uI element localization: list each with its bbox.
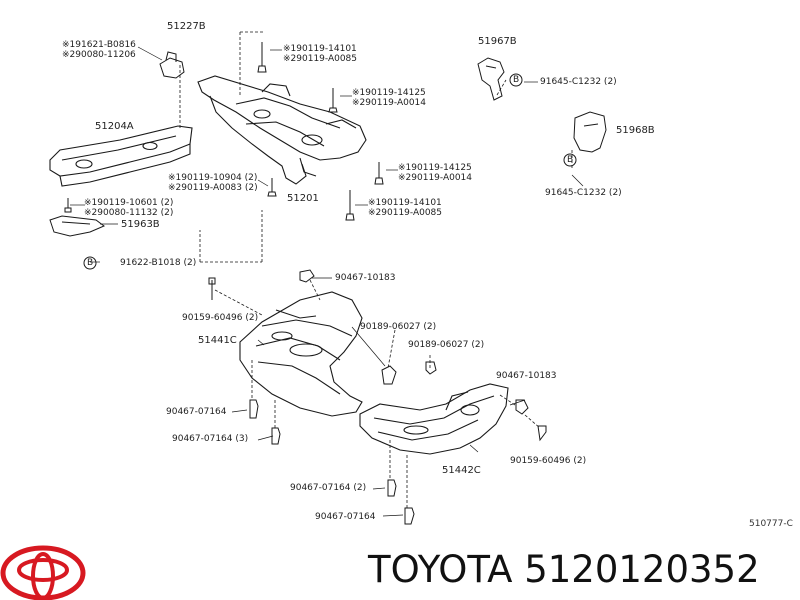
label-190119-14125-b: ※190119-14125 — [398, 163, 472, 173]
label-90189-06027-a: 90189-06027 (2) — [360, 322, 437, 332]
label-51963B: 51963B — [121, 219, 160, 230]
label-51227B: 51227B — [167, 21, 206, 32]
brand-part-number: TOYOTA 5120120352 — [368, 548, 760, 592]
label-90467-10183-a: 90467-10183 — [335, 273, 396, 283]
label-90159-60496-b: 90159-60496 (2) — [510, 456, 587, 466]
label-51442C: 51442C — [442, 465, 481, 476]
label-290119-A0014-a: ※290119-A0014 — [352, 98, 427, 108]
leader-lines — [179, 31, 573, 510]
label-190119-14125-a: ※190119-14125 — [352, 88, 426, 98]
label-91645-C1232-b: 91645-C1232 (2) — [545, 188, 622, 198]
bracket-51967B — [477, 57, 505, 101]
label-190119-14101-a: ※190119-14101 — [283, 44, 357, 54]
label-190119-10904: ※190119-10904 (2) — [168, 173, 258, 183]
label-290080-11206: ※290080-11206 — [62, 50, 136, 60]
label-51204A: 51204A — [95, 121, 134, 132]
label-290119-A0083: ※290119-A0083 (2) — [168, 183, 258, 193]
toyota-logo — [0, 545, 86, 600]
label-290119-A0014-b: ※290119-A0014 — [398, 173, 473, 183]
label-290080-11132: ※290080-11132 (2) — [84, 208, 174, 218]
label-90467-07164-c: 90467-07164 (2) — [290, 483, 367, 493]
label-91622-B1018: 91622-B1018 (2) — [120, 258, 197, 268]
label-51201: 51201 — [287, 193, 319, 204]
part-number: 5120120352 — [524, 548, 760, 591]
callout-b-1: B — [87, 258, 94, 268]
bolt-group — [64, 42, 384, 221]
label-90467-07164-a: 90467-07164 — [166, 407, 227, 417]
bracket-51968B — [573, 111, 607, 153]
label-290119-A0085-b: ※290119-A0085 — [368, 208, 443, 218]
label-90467-07164-b: 90467-07164 (3) — [172, 434, 249, 444]
callout-circles — [83, 73, 577, 270]
label-51968B: 51968B — [616, 125, 655, 136]
bracket-51963B — [49, 215, 105, 237]
label-90467-07164-d: 90467-07164 — [315, 512, 376, 522]
callout-b-2: B — [513, 75, 520, 85]
label-91645-C1232-a: 91645-C1232 (2) — [540, 77, 617, 87]
label-90159-60496-a: 90159-60496 (2) — [182, 313, 259, 323]
label-51967B: 51967B — [478, 36, 517, 47]
reinforcement-51204A — [49, 125, 193, 187]
label-90467-10183-b: 90467-10183 — [496, 371, 557, 381]
label-51441C: 51441C — [198, 335, 237, 346]
label-190119-10601: ※190119-10601 (2) — [84, 198, 174, 208]
engine-under-cover-51442C — [359, 383, 509, 455]
engine-under-cover-51441C — [239, 291, 363, 417]
clip-group — [208, 269, 547, 525]
bracket-51227B — [159, 51, 185, 79]
diagram-code: 510777-C — [749, 519, 793, 529]
label-191621-B0816: ※191621-B0816 — [62, 40, 136, 50]
brand-name: TOYOTA — [368, 548, 513, 591]
pointer-lines — [70, 46, 584, 517]
callout-b-3: B — [567, 155, 574, 165]
label-190119-14101-b: ※190119-14101 — [368, 198, 442, 208]
label-90189-06027-b: 90189-06027 (2) — [408, 340, 485, 350]
crossmember-51201 — [197, 75, 367, 185]
label-290119-A0085-a: ※290119-A0085 — [283, 54, 358, 64]
